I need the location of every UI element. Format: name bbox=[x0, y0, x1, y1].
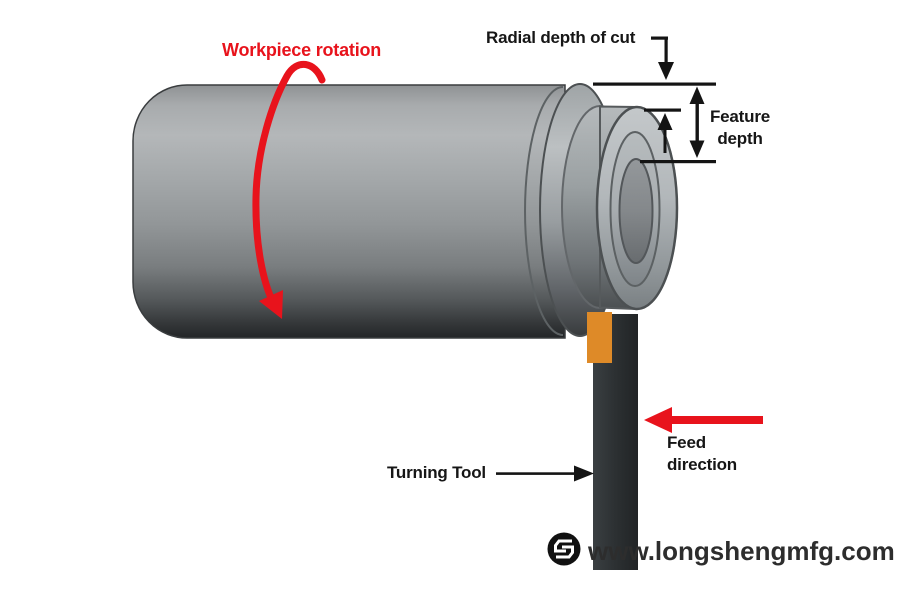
radial-arrow-down-head bbox=[658, 62, 674, 80]
dim-line-bore-top bbox=[640, 160, 716, 164]
workpiece-end-rim-line bbox=[524, 86, 564, 336]
feature-depth-arrow-shaft bbox=[695, 101, 699, 144]
radial-bracket-vertical bbox=[664, 36, 668, 64]
radial-up-arrow-shaft bbox=[663, 128, 667, 153]
watermark-url: www.longshengmfg.com bbox=[588, 536, 895, 566]
dim-line-outer-surface bbox=[593, 82, 716, 86]
feature-face-bore bbox=[618, 158, 654, 264]
feature-depth-arrow-top-head bbox=[689, 86, 705, 104]
feed-direction-label: Feed direction bbox=[667, 433, 737, 474]
workpiece-rotation-label: Workpiece rotation bbox=[222, 40, 382, 60]
tool-insert bbox=[587, 312, 612, 363]
longsheng-logo-icon bbox=[547, 532, 581, 566]
radial-bracket-horizontal bbox=[651, 36, 668, 40]
rotation-arrow-head bbox=[259, 290, 283, 319]
rotation-arrow-curve bbox=[252, 61, 326, 306]
tool-pointer-line bbox=[496, 472, 578, 475]
feature-depth-arrow-bottom-head bbox=[689, 140, 705, 158]
dimension-lines bbox=[496, 36, 716, 482]
turning-tool-label: Turning Tool bbox=[387, 463, 486, 482]
radial-up-arrow-head bbox=[657, 113, 673, 130]
workpiece-cylinder-body bbox=[132, 84, 566, 339]
dim-line-turned-surface bbox=[644, 108, 681, 112]
feature-depth-label: Feature depth bbox=[709, 107, 770, 148]
feed-arrow-head bbox=[644, 407, 672, 433]
radial-depth-of-cut-label: Radial depth of cut bbox=[486, 28, 636, 47]
feed-arrow-shaft bbox=[668, 416, 763, 424]
tool-pointer-head bbox=[574, 465, 594, 482]
